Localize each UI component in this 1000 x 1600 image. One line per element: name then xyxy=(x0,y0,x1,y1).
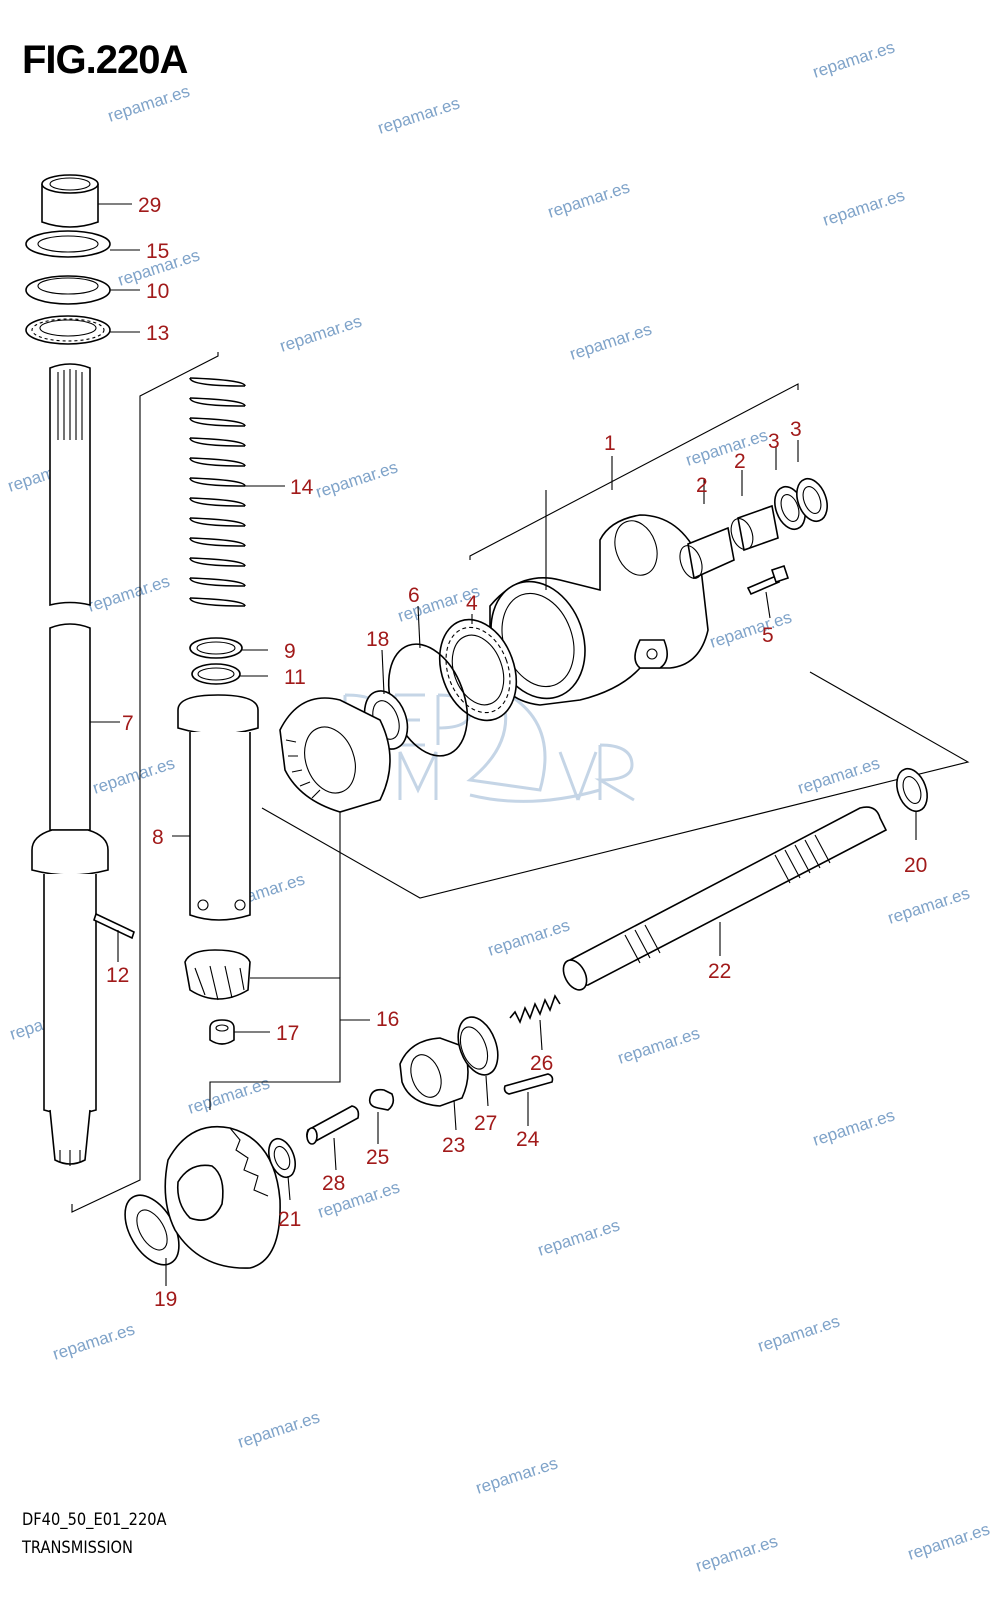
washer-part-15 xyxy=(25,230,111,258)
callout-23: 23 xyxy=(442,1134,465,1157)
callout-3b: 3 xyxy=(790,418,802,441)
watermark-text: repamar.es xyxy=(707,607,794,651)
watermark-text: repamar.es xyxy=(795,753,882,797)
shaft-group-bracket xyxy=(71,352,219,1213)
callout-20: 20 xyxy=(904,854,927,877)
watermark-text: repamar.es xyxy=(105,81,192,125)
washer-part-21 xyxy=(268,1137,296,1179)
callout-26: 26 xyxy=(530,1052,553,1075)
race-part-10 xyxy=(25,275,111,305)
callout-21: 21 xyxy=(278,1208,301,1231)
callout-7: 7 xyxy=(122,712,134,735)
watermark-text: repamar.es xyxy=(615,1023,702,1067)
forward-gear-bevel xyxy=(279,697,391,813)
callout-24: 24 xyxy=(516,1128,540,1151)
watermark-text: repamar.es xyxy=(545,177,632,221)
watermark-layer: repamar.es repamar.es repamar.es repamar… xyxy=(5,37,992,1575)
gear-group-bracket xyxy=(209,977,341,1110)
callout-11: 11 xyxy=(284,666,306,689)
callout-16: 16 xyxy=(376,1008,399,1031)
callout-6: 6 xyxy=(408,584,420,607)
sleeve-part-8 xyxy=(177,694,259,921)
propeller-shaft-part-22 xyxy=(562,806,888,991)
callout-27: 27 xyxy=(474,1112,497,1135)
sub-assembly-frame xyxy=(261,671,970,899)
watermark-text: repamar.es xyxy=(50,1319,137,1363)
watermark-text: repamar.es xyxy=(235,1407,322,1451)
bolt-part-5 xyxy=(746,564,790,596)
watermark-text: repamar.es xyxy=(313,457,400,501)
callout-1: 1 xyxy=(604,432,616,455)
spring-part-26 xyxy=(509,994,561,1025)
pinion-gear-part-16 xyxy=(184,949,251,1001)
callout-25: 25 xyxy=(366,1146,389,1169)
seal-part-3b xyxy=(796,477,828,523)
housing-group-bracket xyxy=(469,383,799,560)
watermark-text: repamar.es xyxy=(683,425,770,469)
figure-code: DF40_50_E01_220A xyxy=(22,1510,167,1530)
ring-part-11 xyxy=(191,663,241,685)
pin-part-12 xyxy=(93,912,135,940)
watermark-text: repamar.es xyxy=(693,1531,780,1575)
watermark-text: repamar.es xyxy=(277,311,364,355)
callout-3a: 3 xyxy=(768,430,780,453)
watermark-text: repamar.es xyxy=(567,319,654,363)
callout-2b: 2 xyxy=(734,450,746,473)
callout-14: 14 xyxy=(290,476,314,499)
washer-part-20 xyxy=(896,767,928,813)
needle-bearing-part-2a xyxy=(679,526,735,580)
watermark-text: repamar.es xyxy=(885,883,972,927)
clutch-part-23 xyxy=(399,1037,469,1107)
thrust-bearing-part-13 xyxy=(25,315,111,345)
drive-shaft-part-7 xyxy=(31,363,109,1166)
nut-part-17 xyxy=(209,1019,235,1045)
push-rod-part-28 xyxy=(306,1105,360,1145)
callout-12: 12 xyxy=(106,964,129,987)
spring-part-14 xyxy=(189,377,246,607)
watermark-text: repamar.es xyxy=(85,571,172,615)
watermark-text: repamar.es xyxy=(755,1311,842,1355)
watermark-text: repamar.es xyxy=(820,185,907,229)
watermark-text: repamar.es xyxy=(810,1105,897,1149)
ring-part-9 xyxy=(189,637,243,659)
bearing-part-4 xyxy=(438,618,518,722)
pin-part-25 xyxy=(368,1088,395,1111)
callout-2a: 2 xyxy=(696,474,708,497)
callout-10: 10 xyxy=(146,280,169,303)
callout-9: 9 xyxy=(284,640,296,663)
needle-bearing-part-2b xyxy=(730,504,779,552)
reverse-gear-part-19 xyxy=(124,1194,180,1266)
watermark-text: repamar.es xyxy=(473,1453,560,1497)
callouts: 29 15 10 13 14 9 11 7 8 12 16 17 19 21 2… xyxy=(106,194,927,1311)
callout-4: 4 xyxy=(466,592,478,615)
watermark-text: repamar.es xyxy=(485,915,572,959)
pin-part-24 xyxy=(503,1073,554,1095)
watermark-text: repamar.es xyxy=(905,1519,992,1563)
callout-22: 22 xyxy=(708,960,731,983)
callout-13: 13 xyxy=(146,322,169,345)
watermark-text: repamar.es xyxy=(90,753,177,797)
callout-5: 5 xyxy=(762,624,774,647)
callout-29: 29 xyxy=(138,194,161,217)
callout-28: 28 xyxy=(322,1172,345,1195)
bushing-part-29 xyxy=(41,174,99,228)
leader-lines xyxy=(90,203,917,1286)
figure-title: FIG.220A xyxy=(22,38,188,82)
callout-15: 15 xyxy=(146,240,169,263)
ring-part-27 xyxy=(457,1016,499,1076)
forward-gear-large xyxy=(164,1126,281,1269)
watermark-text: repamar.es xyxy=(810,37,897,81)
callout-19: 19 xyxy=(154,1288,177,1311)
watermark-text: repamar.es xyxy=(535,1215,622,1259)
watermark-text: repamar.es xyxy=(375,93,462,137)
callout-18: 18 xyxy=(366,628,389,651)
watermark-text: repamar.es xyxy=(185,1073,272,1117)
callout-17: 17 xyxy=(276,1022,299,1045)
figure-name: TRANSMISSION xyxy=(22,1538,133,1558)
callout-8: 8 xyxy=(152,826,164,849)
